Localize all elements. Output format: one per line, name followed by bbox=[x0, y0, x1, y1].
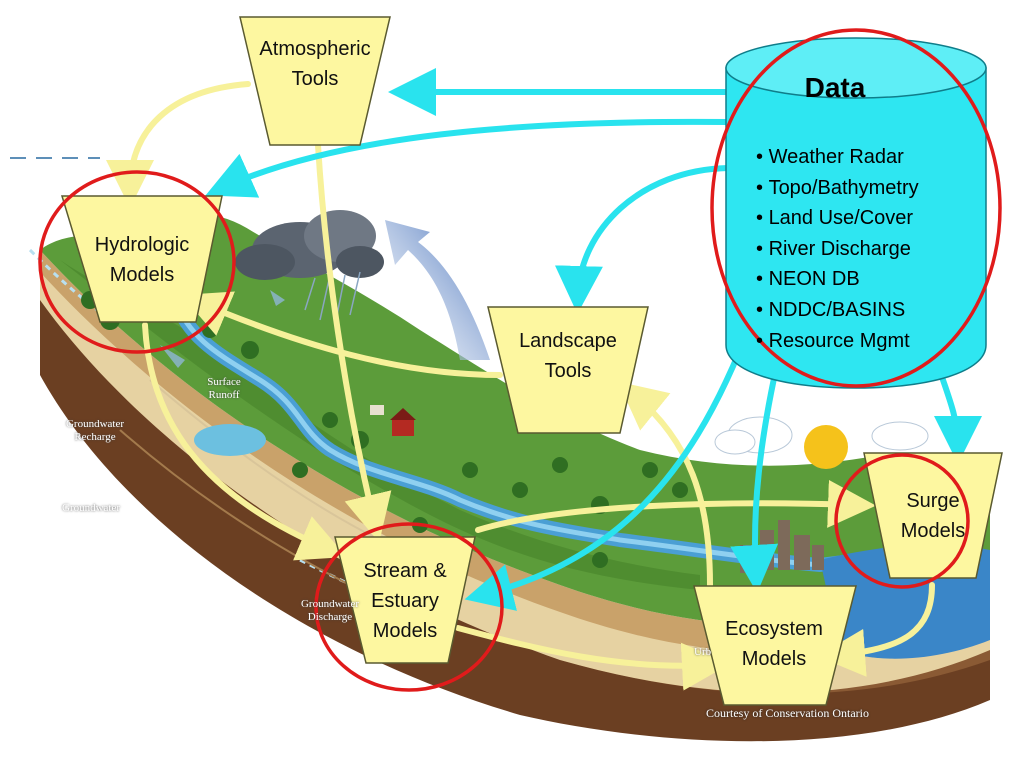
data-source-item: NDDC/BASINS bbox=[756, 295, 919, 326]
evaporation-arrow bbox=[385, 220, 490, 360]
label-line: Surge bbox=[906, 490, 960, 512]
infiltration-arrows bbox=[160, 290, 285, 368]
data-flow-arrows bbox=[205, 68, 982, 611]
image-credit: Courtesy of Conservation Ontario bbox=[706, 706, 869, 720]
hydrologic-models-label: Hydrologic Models bbox=[72, 230, 212, 290]
surge-models-label: Surge Models bbox=[870, 486, 996, 546]
data-source-item: Land Use/Cover bbox=[756, 203, 919, 234]
highlight-circles bbox=[38, 28, 1002, 692]
data-source-item: NEON DB bbox=[756, 264, 919, 295]
landscape-tools-label: Landscape Tools bbox=[498, 326, 638, 386]
label-line: Models bbox=[900, 520, 966, 542]
surface-runoff-label: Surface Runoff bbox=[207, 376, 241, 401]
data-source-item: River Discharge bbox=[756, 234, 919, 265]
label-line: Landscape bbox=[519, 330, 617, 352]
data-store-title: Data bbox=[804, 72, 866, 103]
data-source-list: Weather Radar Topo/Bathymetry Land Use/C… bbox=[756, 142, 919, 356]
label-line: Stream & bbox=[363, 560, 447, 582]
label-line: Tools bbox=[291, 68, 339, 90]
sun-and-clouds bbox=[714, 416, 929, 469]
label-line: Ecosystem bbox=[725, 618, 823, 640]
ecosystem-models-label: Ecosystem Models bbox=[704, 614, 844, 674]
urban-label: Urb bbox=[694, 646, 712, 658]
data-source-item: Resource Mgmt bbox=[756, 326, 919, 357]
label-line: Hydrologic bbox=[94, 234, 190, 256]
groundwater-recharge-label: Groundwater Recharge bbox=[65, 418, 125, 443]
label-line: Models bbox=[741, 648, 807, 670]
label-line: Models bbox=[109, 264, 175, 286]
label-line: Models bbox=[372, 620, 438, 642]
groundwater-label: Groundwater bbox=[62, 502, 121, 514]
data-source-item: Weather Radar bbox=[756, 142, 919, 173]
data-source-item: Topo/Bathymetry bbox=[756, 173, 919, 204]
groundwater-discharge-label: Groundwater Discharge bbox=[300, 598, 360, 623]
label-line: Atmospheric bbox=[259, 38, 371, 60]
label-line: Tools bbox=[544, 360, 592, 382]
stream-estuary-models-label: Stream & Estuary Models bbox=[345, 556, 465, 646]
atmospheric-tools-label: Atmospheric Tools bbox=[250, 34, 380, 94]
label-line: Estuary bbox=[371, 590, 439, 612]
node-shapes bbox=[60, 16, 1003, 706]
model-flow-arrows bbox=[106, 81, 935, 691]
